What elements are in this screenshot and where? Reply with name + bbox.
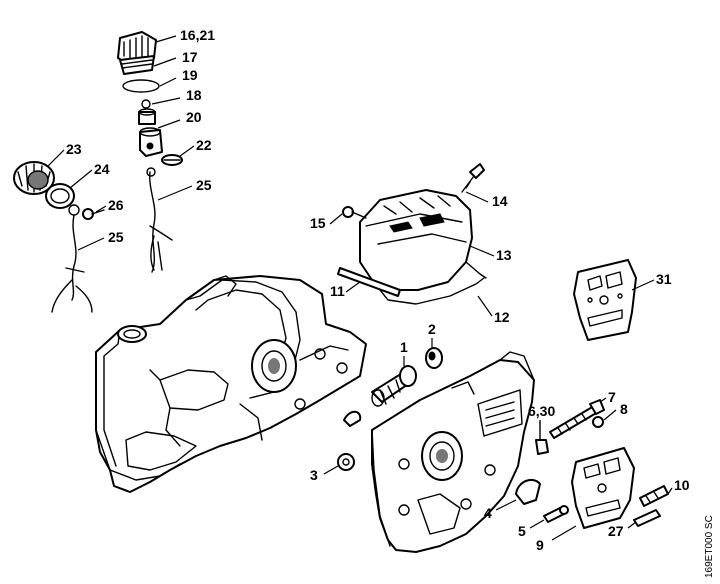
callout-26: 26 — [108, 197, 124, 213]
av-spring-part — [371, 365, 417, 407]
stud-10 — [639, 485, 669, 507]
fuel-cap-strap-part — [51, 204, 93, 313]
fuel-cap-seal-part — [45, 183, 75, 209]
fuel-cap-screw-part — [82, 208, 105, 220]
callout-6-30: 6,30 — [528, 403, 555, 419]
callout-25-lower: 25 — [108, 229, 124, 245]
callout-22: 22 — [196, 137, 212, 153]
figure-reference-code: 169ET000 SC — [704, 515, 715, 578]
callout-8: 8 — [620, 401, 628, 417]
callout-7: 7 — [608, 389, 616, 405]
callout-12: 12 — [494, 309, 510, 325]
cap-strap-part — [146, 167, 173, 273]
rubber-buffer-part — [425, 347, 443, 369]
cap-spring-part — [138, 99, 156, 125]
callout-20: 20 — [186, 109, 202, 125]
callout-3: 3 — [310, 467, 318, 483]
callout-16-21: 16,21 — [180, 27, 215, 43]
callout-19: 19 — [182, 67, 198, 83]
callout-24: 24 — [94, 161, 110, 177]
fastener-6-30 — [535, 421, 549, 455]
leader-lines — [47, 35, 673, 541]
shroud-screw-upper — [461, 163, 485, 193]
nut-3 — [337, 453, 355, 471]
callout-5: 5 — [518, 523, 526, 539]
callout-13: 13 — [496, 247, 512, 263]
cap-seal-ring — [122, 79, 160, 93]
nut-8 — [592, 416, 604, 428]
shroud-cover-part — [359, 189, 487, 305]
oil-cap-part — [117, 31, 157, 75]
callout-17: 17 — [182, 49, 198, 65]
callout-25-upper: 25 — [196, 177, 212, 193]
cap-housing-part — [139, 127, 163, 157]
callout-27: 27 — [608, 523, 624, 539]
callout-11: 11 — [330, 283, 345, 299]
fuel-cap-part — [13, 161, 55, 195]
callout-23: 23 — [66, 141, 82, 157]
guide-rod-part — [337, 267, 401, 297]
callout-4: 4 — [484, 505, 492, 521]
callout-labels: 16,21 17 19 18 20 22 23 24 25 26 25 14 1… — [66, 27, 690, 553]
hose-elbow-part — [343, 410, 362, 427]
crankcase-housing — [95, 275, 367, 493]
clip-4 — [515, 478, 541, 505]
clutch-side-housing — [371, 351, 535, 553]
cap-washer-part — [161, 154, 183, 166]
callout-31: 31 — [656, 271, 672, 287]
callout-2: 2 — [428, 321, 436, 337]
callout-14: 14 — [492, 193, 508, 209]
callout-15: 15 — [310, 215, 326, 231]
callout-9: 9 — [536, 537, 544, 553]
screw-5 — [543, 505, 569, 523]
side-plate-9 — [571, 447, 635, 529]
adjuster-screw-7 — [549, 399, 605, 439]
callout-1: 1 — [400, 339, 408, 355]
callout-18: 18 — [186, 87, 202, 103]
callout-10: 10 — [674, 477, 690, 493]
shroud-screw-left — [342, 206, 367, 219]
screw-27 — [633, 509, 661, 527]
side-plate-31 — [573, 259, 637, 341]
